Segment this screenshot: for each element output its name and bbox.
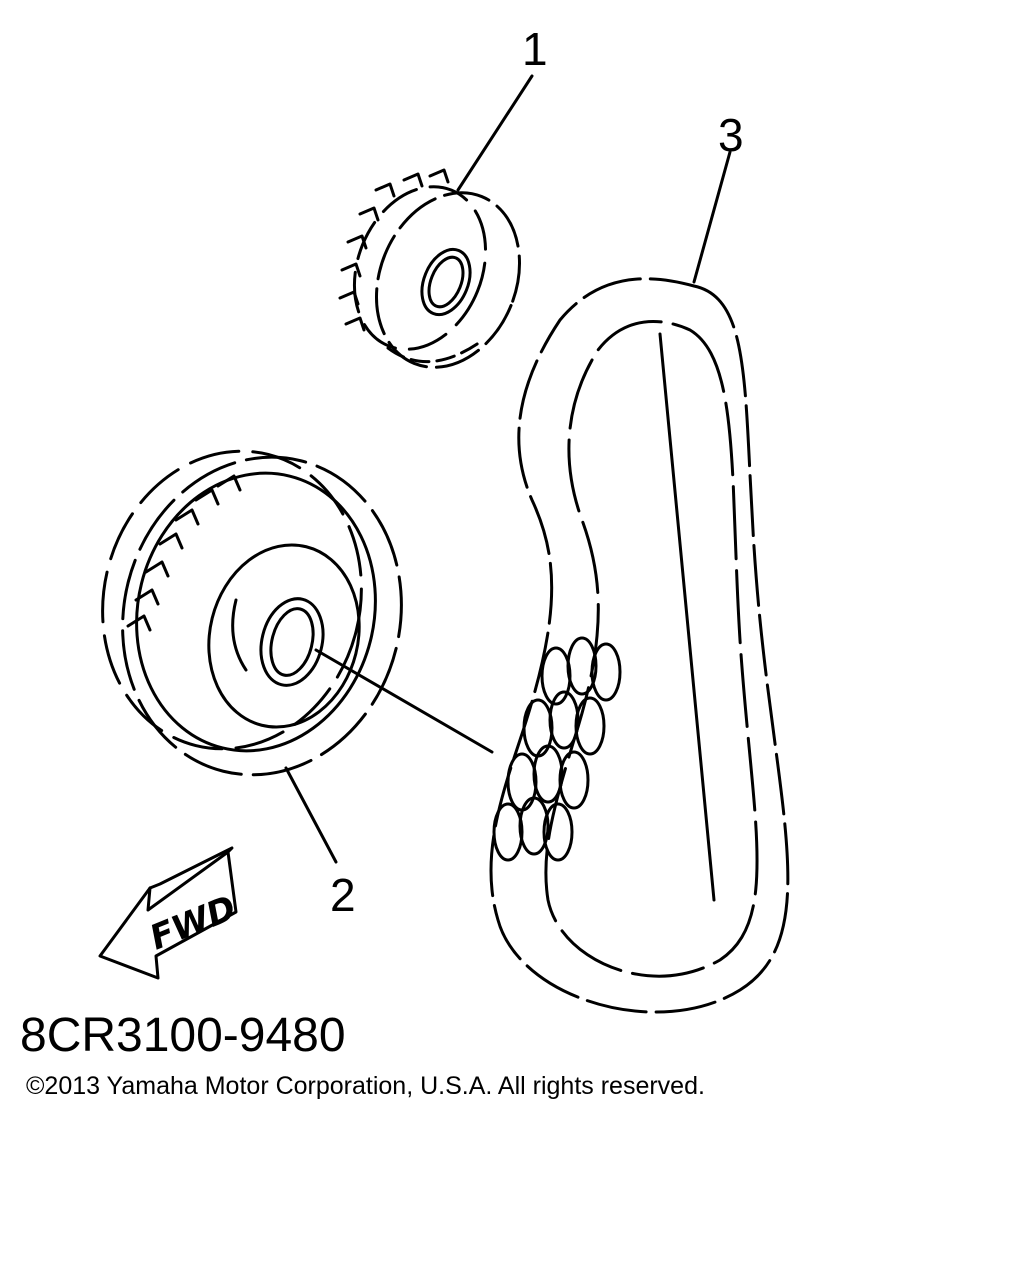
leader-line-2-to-chain xyxy=(314,648,494,754)
leader-line-2 xyxy=(284,766,338,864)
part-number: 8CR3100-9480 xyxy=(20,1009,346,1062)
fwd-label: FWD xyxy=(144,888,241,958)
small-sprocket xyxy=(338,168,521,369)
callout-part-1: 1 xyxy=(522,23,548,75)
forward-arrow-icon: FWD xyxy=(98,846,242,980)
callout-part-2: 2 xyxy=(330,869,356,921)
large-sprocket xyxy=(101,449,403,777)
chain-links xyxy=(492,636,622,862)
leader-line-1 xyxy=(456,74,534,192)
drive-chain xyxy=(489,277,790,1014)
copyright-notice: ©2013 Yamaha Motor Corporation, U.S.A. A… xyxy=(26,1072,705,1100)
callout-part-3: 3 xyxy=(718,109,744,161)
leader-line-3 xyxy=(692,150,732,284)
